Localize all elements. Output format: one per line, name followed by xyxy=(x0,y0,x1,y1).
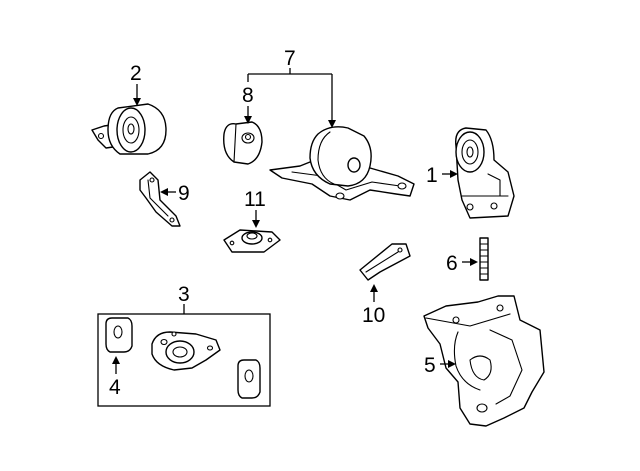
part-3-center-mount xyxy=(151,331,221,371)
group-3-box xyxy=(97,313,271,407)
part-11-plate xyxy=(223,229,281,253)
callout-3: 3 xyxy=(178,283,190,306)
part-10-bracket xyxy=(359,243,411,281)
part-3-small-pad xyxy=(237,359,261,399)
callout-11: 11 xyxy=(244,188,266,211)
callout-2: 2 xyxy=(130,62,142,85)
part-2-engine-mount xyxy=(91,103,167,155)
callout-9: 9 xyxy=(178,182,190,205)
part-8-insulator xyxy=(223,121,263,165)
part-7-engine-mount xyxy=(269,126,415,201)
part-6-stud xyxy=(479,237,489,281)
part-4-pad xyxy=(105,317,133,353)
callout-10: 10 xyxy=(362,304,385,327)
part-9-bracket xyxy=(139,171,181,227)
callout-5: 5 xyxy=(424,354,436,377)
part-5-mount-bracket xyxy=(423,295,545,427)
leader-lines xyxy=(112,68,478,374)
callout-8: 8 xyxy=(242,84,254,107)
part-1-side-mount xyxy=(455,127,515,219)
callout-1: 1 xyxy=(426,164,438,187)
callout-7: 7 xyxy=(284,47,296,70)
callout-6: 6 xyxy=(446,252,458,275)
callout-4: 4 xyxy=(109,376,121,399)
